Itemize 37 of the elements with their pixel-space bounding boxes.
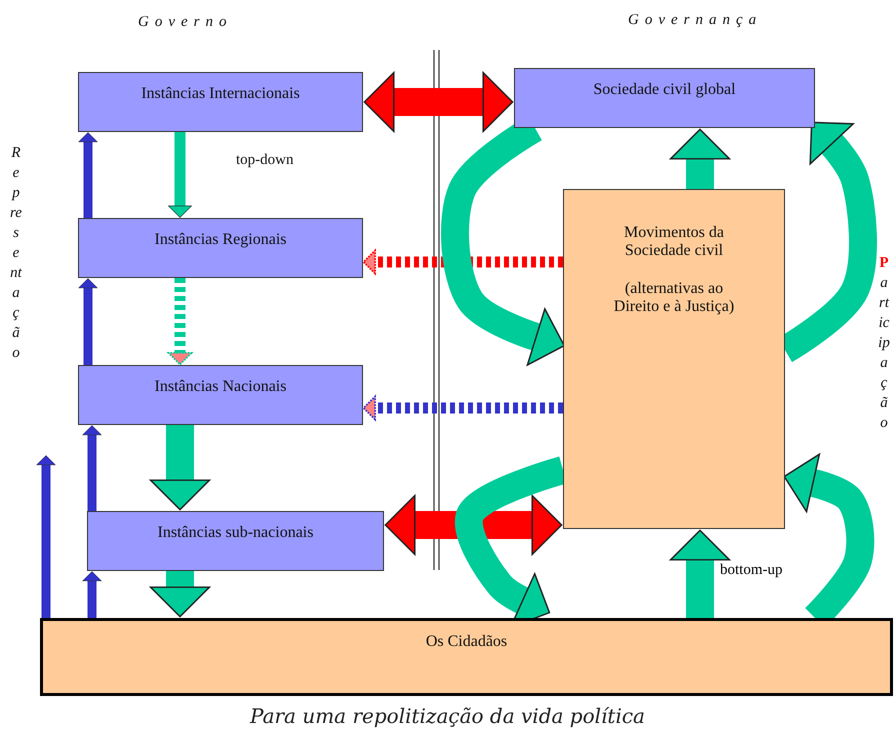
process-box [563,189,785,529]
arrow [670,530,730,618]
arrow [362,250,563,274]
arrow [362,396,563,420]
arrow [168,278,192,366]
box-title: Instâncias sub-nacionais [156,524,314,542]
box-title: Instâncias Nacionais [154,378,288,396]
process-box [78,365,363,425]
arrow [36,455,56,618]
arrow [150,571,210,618]
vertical-axis-title: Representação [10,144,22,363]
box-title: Os Cidadãos [424,633,508,651]
arrow [168,132,192,218]
flow-note: top-down [236,152,294,169]
edge-label: bottom-up [718,562,784,578]
process-box [514,68,815,128]
box-title: Instâncias Regionais [154,231,288,249]
process-box [87,511,384,571]
process-box [78,218,363,278]
box-note: (alternativas ao Direito e à Justiça) [612,280,736,316]
arrow [82,571,102,618]
arrow [78,278,98,365]
box-title: Movimentos da Sociedade civil [623,224,725,260]
caption: Para uma repolitização da vida política [248,704,646,728]
arrow [82,425,102,511]
vertical-axis-title: Participação [878,254,890,433]
arrow [78,132,98,218]
arrow [670,128,730,189]
process-box [78,72,363,132]
box-title: Instâncias Internacionais [140,85,301,103]
arrow [364,72,514,132]
column-heading: Governo [138,14,232,31]
box-title: Sociedade civil global [592,81,737,99]
arrow [384,494,562,556]
arrow [150,425,210,510]
column-heading: Governança [628,12,762,29]
base-band [40,618,893,696]
